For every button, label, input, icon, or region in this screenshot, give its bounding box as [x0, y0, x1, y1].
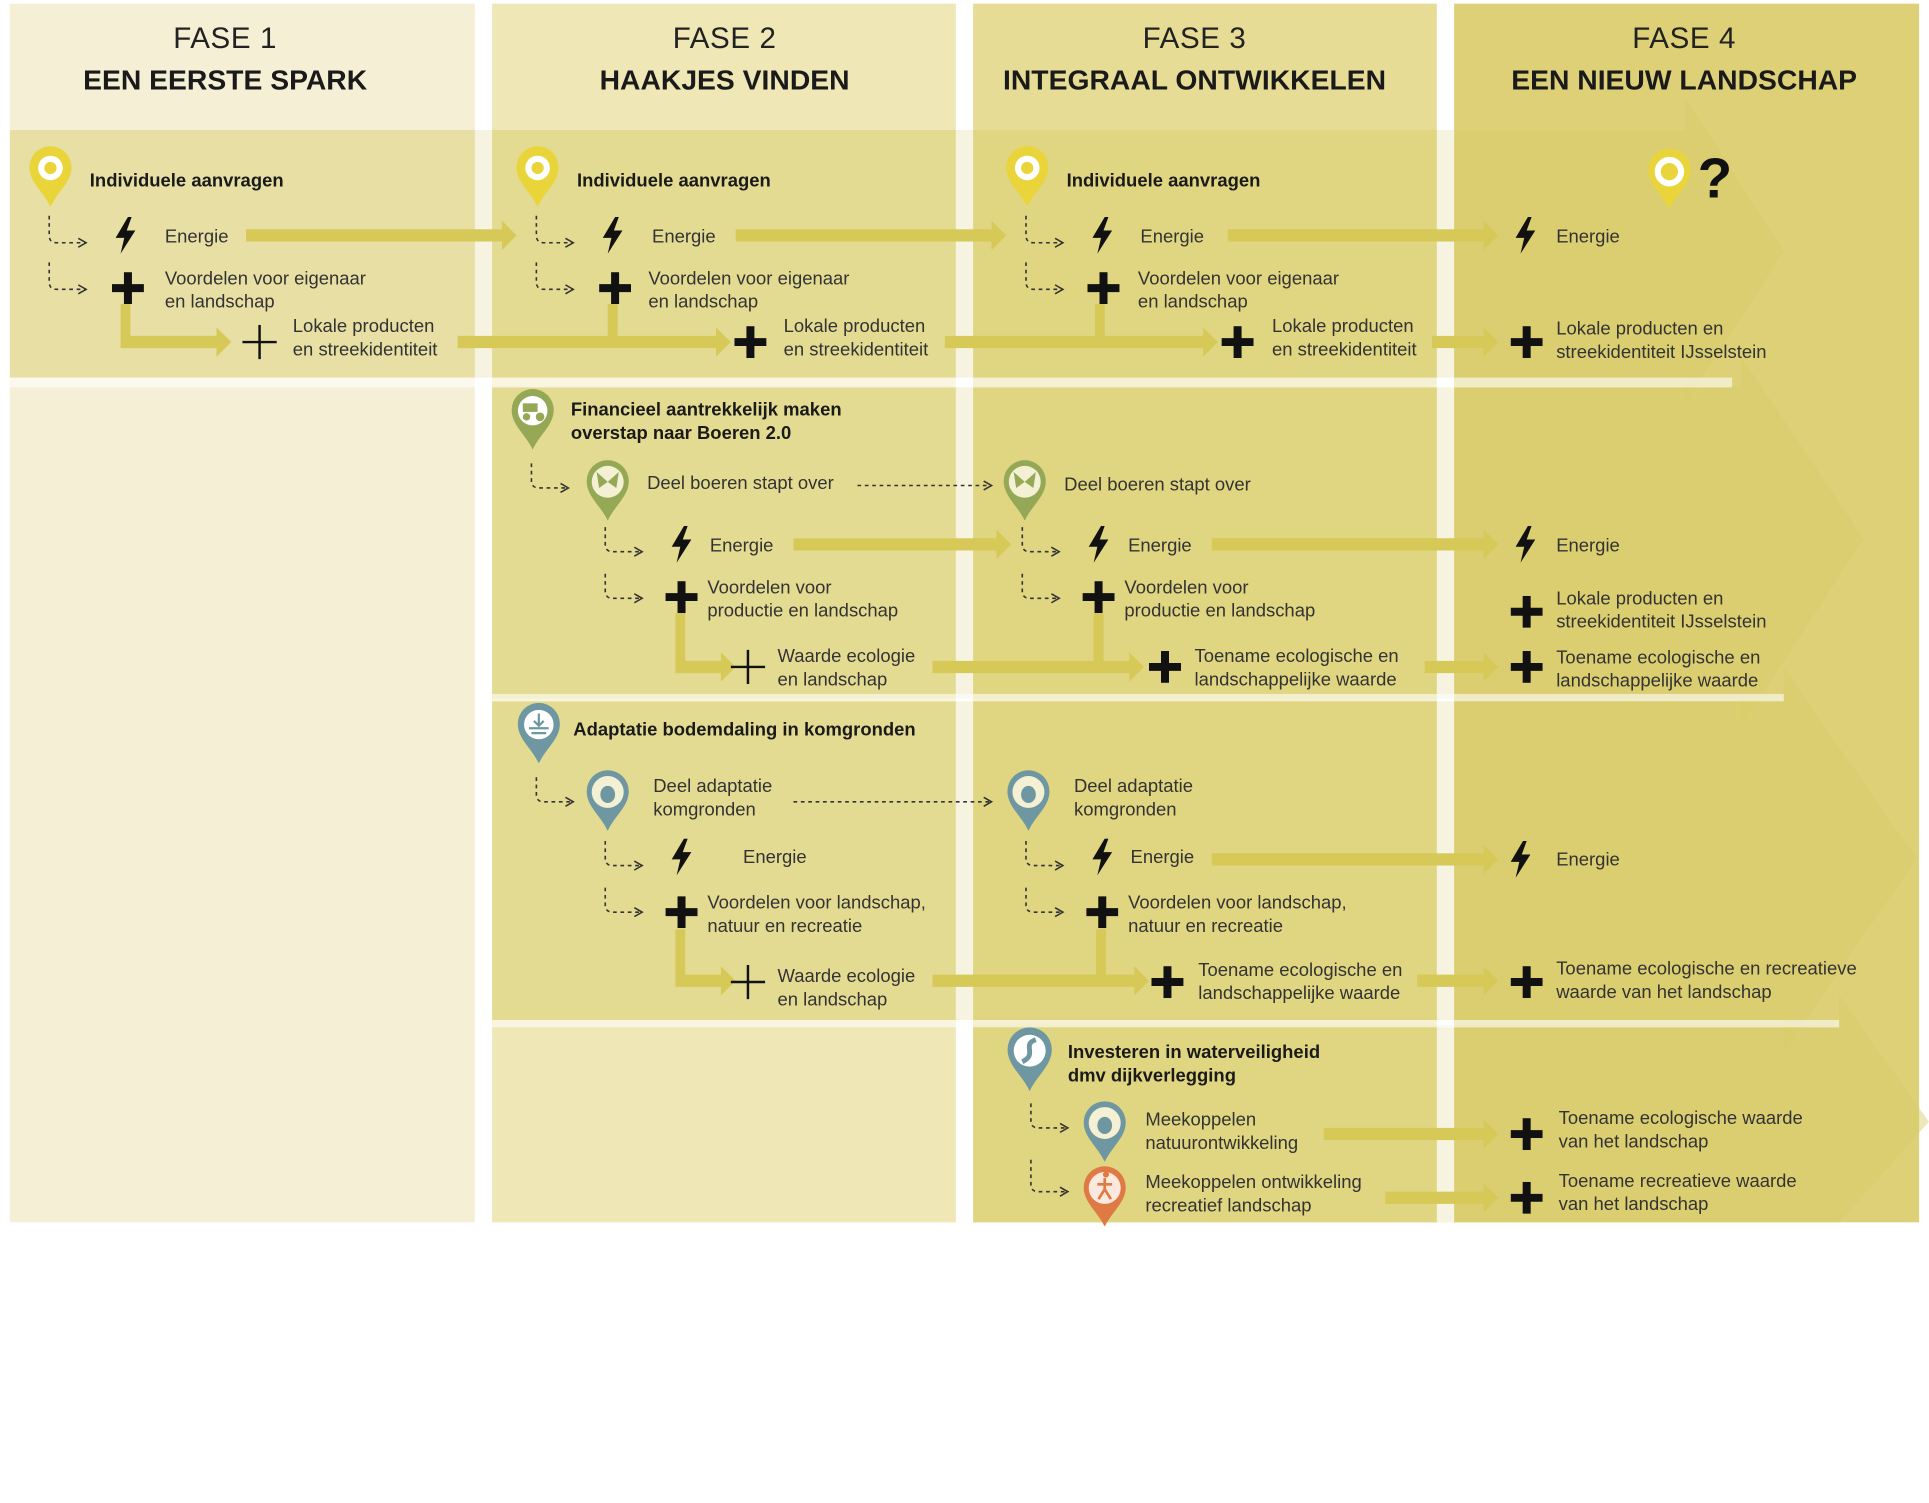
row-1-dashed: [48, 215, 1065, 295]
phase-1-header: FASE 1 EEN EERSTE SPARK: [0, 22, 466, 97]
row1-lokaal-phase1: Lokale producten en streekidentiteit: [292, 316, 438, 361]
row1-voordelen-phase1: Voordelen voor eigenaar en landschap: [164, 268, 366, 313]
phase-4-header: FASE 4 EEN NIEUW LANDSCHAP: [1443, 22, 1925, 97]
row1-lokaal-phase3: Lokale producten en streekidentiteit: [1272, 316, 1417, 361]
row2-toename-phase3: Toename ecologische en landschappelijke …: [1194, 646, 1399, 691]
unknown-mark: ?: [1697, 145, 1733, 210]
row4-recreatief: Meekoppelen ontwikkeling recreatief land…: [1145, 1172, 1362, 1217]
row1-voordelen-phase3: Voordelen voor eigenaar en landschap: [1137, 268, 1340, 313]
row-3-icons: [517, 702, 1543, 1000]
row3-energie-phase3: Energie: [1130, 847, 1195, 869]
row2-lokaal-phase4: Lokale producten en streekidentiteit IJs…: [1556, 588, 1767, 633]
row-1-arrows: [120, 220, 1499, 357]
row-4-arrows: [1323, 1119, 1499, 1213]
row-1-icons: [29, 146, 1691, 360]
row2-voordelen-phase2: Voordelen voor productie en landschap: [707, 577, 899, 622]
row2-waarde-phase2: Waarde ecologie en landschap: [777, 646, 916, 691]
row-4-dashed: [1030, 1103, 1070, 1197]
row-4-icons: [1007, 1027, 1543, 1226]
phase-3-header: FASE 3 INTEGRAAL ONTWIKKELEN: [953, 22, 1435, 97]
row2-energie-phase3: Energie: [1128, 535, 1192, 557]
row1-energie-phase3: Energie: [1140, 226, 1205, 248]
phase-3-number: FASE 3: [1142, 22, 1247, 56]
row1-lokaal-phase2: Lokale producten en streekidentiteit: [783, 316, 929, 361]
row1-heading-phase2: Individuele aanvragen: [576, 170, 771, 192]
phase-4-title: EEN NIEUW LANDSCHAP: [1511, 63, 1858, 96]
band-row-3: [492, 668, 1917, 1052]
phase-1-number: FASE 1: [173, 22, 278, 56]
row2-energie-phase4: Energie: [1556, 535, 1620, 557]
row3-voordelen-phase3: Voordelen voor landschap, natuur en recr…: [1128, 892, 1347, 937]
row3-deel-phase2: Deel adaptatie komgronden: [653, 776, 773, 821]
row2-toename-phase4: Toename ecologische en landschappelijke …: [1556, 647, 1761, 692]
row1-energie-phase1: Energie: [164, 226, 229, 248]
row4-heading: Investeren in waterveiligheid dmv dijkve…: [1067, 1042, 1321, 1087]
row4-toename-rec: Toename recreatieve waarde van het lands…: [1558, 1170, 1797, 1215]
row1-energie-phase2: Energie: [652, 226, 716, 248]
row2-voordelen-phase3: Voordelen voor productie en landschap: [1124, 577, 1316, 622]
phase-2-header: FASE 2 HAAKJES VINDEN: [483, 22, 965, 97]
phase-2-column: [492, 3, 956, 1223]
row-3-arrows: [675, 844, 1499, 996]
row3-waarde-phase2: Waarde ecologie en landschap: [777, 966, 916, 1011]
row3-heading: Adaptatie bodemdaling in komgronden: [573, 719, 916, 741]
band-row-1: [9, 98, 1784, 405]
phase-2-number: FASE 2: [672, 22, 777, 56]
row2-energie-phase2: Energie: [709, 535, 774, 557]
row2-heading: Financieel aantrekkelijk maken overstap …: [570, 399, 842, 444]
row3-voordelen-phase2: Voordelen voor landschap, natuur en recr…: [707, 892, 926, 937]
row1-heading-phase3: Individuele aanvragen: [1066, 170, 1261, 192]
phase-4-number: FASE 4: [1632, 22, 1737, 56]
diagram-background: [9, 3, 1929, 1226]
row-2-dashed: [530, 463, 1061, 604]
row2-deel-phase3: Deel boeren stapt over: [1064, 474, 1251, 496]
row4-toename-eco: Toename ecologische waarde van het lands…: [1558, 1108, 1803, 1153]
row3-toename-phase3: Toename ecologische en landschappelijke …: [1198, 959, 1403, 1005]
row2-deel-phase2: Deel boeren stapt over: [647, 473, 834, 495]
row3-energie-phase4: Energie: [1556, 849, 1620, 871]
row4-natuur: Meekoppelen natuurontwikkeling: [1145, 1109, 1299, 1154]
row1-voordelen-phase2: Voordelen voor eigenaar en landschap: [648, 268, 850, 313]
band-row-2: [492, 355, 1864, 726]
row-3-dashed: [535, 777, 1065, 918]
row3-energie-phase2: Energie: [743, 847, 807, 869]
phase-2-title: HAAKJES VINDEN: [599, 63, 850, 96]
row-2-icons: [511, 389, 1543, 685]
row3-deel-phase3: Deel adaptatie komgronden: [1073, 776, 1193, 821]
row1-energie-phase4: Energie: [1556, 226, 1620, 248]
row1-heading-phase1: Individuele aanvragen: [89, 170, 284, 192]
phase-3-column: [973, 3, 1437, 1223]
row3-toename-phase4: Toename ecologische en recreatieve waard…: [1556, 958, 1857, 1003]
phase-1-column: [9, 3, 475, 1223]
row-2-arrows: [675, 529, 1499, 682]
phase-3-title: INTEGRAAL ONTWIKKELEN: [1003, 63, 1387, 96]
phase-1-title: EEN EERSTE SPARK: [83, 63, 368, 96]
row1-lokaal-phase4: Lokale producten en streekidentiteit IJs…: [1556, 318, 1767, 363]
